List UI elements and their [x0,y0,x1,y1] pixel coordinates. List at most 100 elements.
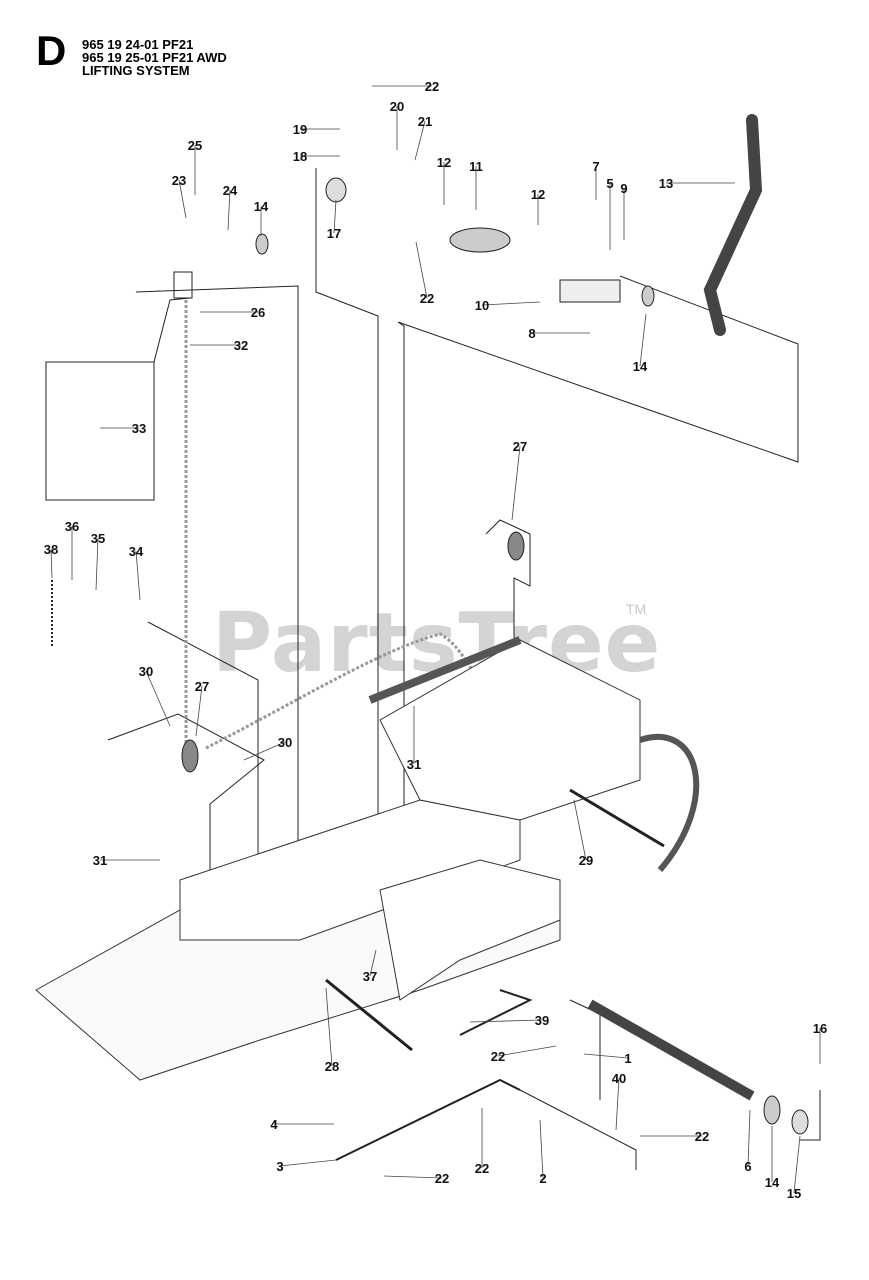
callout-number: 33 [132,421,146,436]
callout-number: 22 [491,1049,505,1064]
callout-number: 31 [407,757,421,772]
callout-number: 31 [93,853,107,868]
callout-leader [145,670,171,727]
callout-number: 1 [624,1051,631,1066]
callout-number: 10 [475,298,489,313]
callout-number: 6 [744,1159,751,1174]
callout-number: 19 [293,122,307,137]
callout-leader [135,550,141,601]
callout-leader [481,301,541,306]
callout-number: 14 [765,1175,780,1190]
callout-number: 12 [531,187,545,202]
callout-leader [511,445,521,521]
callout-number: 38 [44,542,58,557]
callout-number: 12 [437,155,451,170]
callout-number: 37 [363,969,377,984]
callout-leader [615,1077,620,1131]
callout-number: 23 [172,173,186,188]
callout-number: 27 [195,679,209,694]
callout-number: 30 [278,735,292,750]
callout-leader [414,120,426,161]
callout-leader [497,1045,557,1057]
callout-leader [325,987,333,1067]
callout-number: 21 [418,114,432,129]
box-wheel-27 [107,713,265,930]
callout-number: 11 [469,159,483,174]
shaft-29 [569,788,665,848]
callout-leader [793,1135,801,1194]
callout-number: 29 [579,853,593,868]
callout-number: 22 [420,291,434,306]
callout-number: 2 [539,1171,546,1186]
cylinder-11 [449,227,511,253]
callout-number: 5 [606,176,613,191]
callout-number: 30 [139,664,153,679]
model-number-2: 965 19 25-01 PF21 AWD [82,50,227,65]
pulley-27-upper [507,531,525,561]
callout-leader [50,548,53,579]
callout-number: 14 [254,199,269,214]
callout-leader [415,241,428,299]
washer-17 [325,177,347,203]
callout-number: 3 [276,1159,283,1174]
callout-number: 22 [695,1129,709,1144]
wheel-27-lower [181,739,199,773]
callout-number: 35 [91,531,105,546]
washer-15 [791,1109,809,1135]
callout-number: 36 [65,519,79,534]
bracket-5 [559,279,621,303]
section-letter: D [36,27,67,74]
callout-number: 15 [787,1186,801,1201]
callout-leader [333,199,337,234]
callout-number: 27 [513,439,527,454]
box-pedal-assembly [315,168,799,891]
callout-number: 22 [475,1161,489,1176]
callout-number: 34 [129,544,144,559]
box-rod-2 [519,1089,637,1170]
chain [184,300,542,762]
callout-leader [383,1175,443,1179]
callout-number: 24 [223,183,238,198]
lever-13 [703,114,763,336]
model-number-1: 965 19 24-01 PF21 [82,37,194,52]
callout-leader [279,1159,337,1167]
callout-number: 13 [659,176,673,191]
callout-leader [369,949,377,977]
callout-number: 39 [535,1013,549,1028]
callout-number: 32 [234,338,248,353]
callout-number: 22 [435,1171,449,1186]
callout-leader [583,1053,629,1059]
box-pin-16 [800,1090,821,1141]
shaft-28 [325,978,413,1052]
callout-number: 28 [325,1059,339,1074]
callout-number: 8 [528,326,535,341]
callout-leader [227,189,231,231]
callout-leader [95,537,99,591]
callout-number: 7 [592,159,599,174]
callout-number: 26 [251,305,265,320]
callout-leader [639,313,647,367]
shaft-6 [587,999,755,1101]
callout-leader [539,1119,544,1179]
callout-number: 14 [633,359,648,374]
chain-detail-inset [45,361,155,501]
callout-number: 18 [293,149,307,164]
callout-leader [747,1109,751,1167]
bushing-14 [255,233,781,1125]
callout-leader [243,741,286,761]
box-left-shaft [135,285,379,857]
callout-number: 16 [813,1021,827,1036]
section-title: LIFTING SYSTEM [82,63,190,78]
callout-leader [469,1019,543,1023]
callout-number: 22 [425,79,439,94]
callout-number: 4 [270,1117,278,1132]
callout-leader [195,685,203,737]
callout-number: 25 [188,138,202,153]
callout-number: 40 [612,1071,626,1086]
callout-number: 20 [390,99,404,114]
rod-3 [335,1078,521,1161]
watermark-tm: TM [626,601,647,617]
box-rod-1 [569,999,601,1100]
callout-number: 17 [327,226,341,241]
